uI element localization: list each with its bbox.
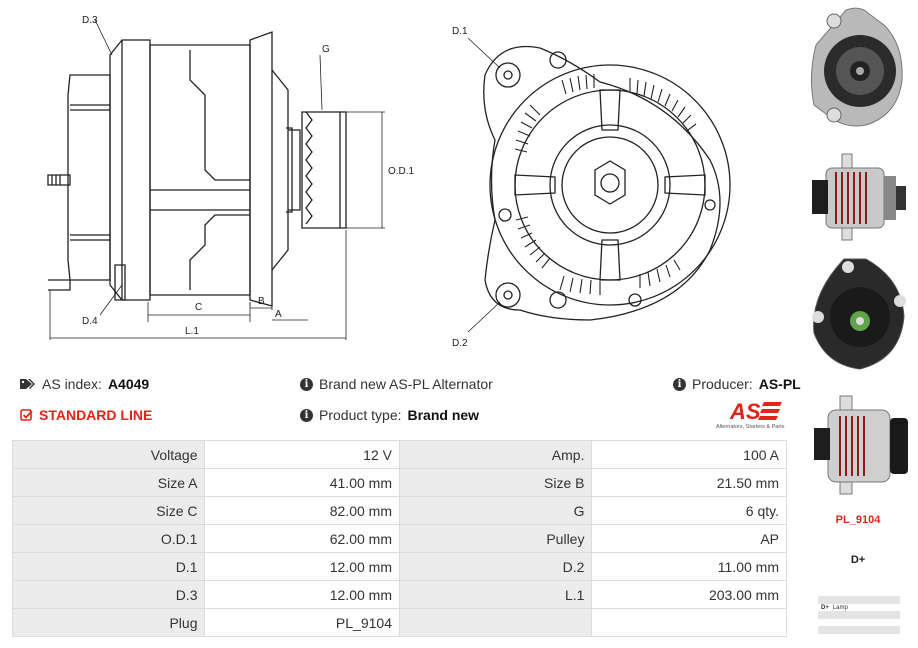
alternator-text: Brand new AS-PL Alternator [319,376,493,392]
product-photo-angle[interactable] [806,392,914,500]
label-g: G [322,44,330,55]
producer-value: AS-PL [758,376,801,392]
alternator-side-view-drawing: D.3 G O.D.1 B C A D.4 L.1 [47,15,415,340]
spec-label: D.2 [398,552,593,581]
label-c: C [195,302,202,313]
product-photo-front[interactable] [806,5,914,130]
spec-label: Size C [11,496,206,525]
table-row: D.1 12.00 mm D.2 11.00 mm [11,552,787,581]
spec-value: 82.00 mm [204,496,400,525]
table-row: Voltage 12 V Amp. 100 A [11,440,787,469]
spec-label: Plug [11,608,206,637]
table-row: Size C 82.00 mm G 6 qty. [11,496,787,525]
standard-line-label: STANDARD LINE [39,407,153,423]
table-row: Size A 41.00 mm Size B 21.50 mm [11,468,787,497]
spec-value: 203.00 mm [591,580,787,609]
spec-label: Amp. [398,440,593,469]
spec-label: G [398,496,593,525]
logo-text: AS [729,399,761,424]
label-d4: D.4 [82,316,98,327]
table-row: D.3 12.00 mm L.1 203.00 mm [11,580,787,609]
spec-value [591,608,787,637]
plug-pin-row: D+Lamp [818,596,900,611]
plug-pin-desc: Lamp [832,605,848,611]
product-type-label: Product type: [319,407,402,423]
plug-pin-row [818,611,900,619]
spec-value: AP [591,524,787,553]
spec-value: 12.00 mm [204,580,400,609]
check-square-icon [20,408,33,421]
spec-label: Pulley [398,524,593,553]
standard-line: STANDARD LINE [20,407,152,423]
alternator-front-view-drawing: D.1 D.2 [452,26,731,349]
spec-label: D.3 [11,580,206,609]
spec-label: D.1 [11,552,206,581]
spec-label [398,608,593,637]
product-photo-rear[interactable] [806,255,914,375]
spec-value: PL_9104 [204,608,400,637]
as-index-value: A4049 [107,376,150,392]
spec-value: 41.00 mm [204,468,400,497]
spec-label: Size A [11,468,206,497]
spec-value: 100 A [591,440,787,469]
spec-value: 12.00 mm [204,552,400,581]
label-d3: D.3 [82,15,98,26]
label-od1: O.D.1 [388,166,415,177]
table-row: Plug PL_9104 [11,608,787,637]
alternator-info: i Brand new AS-PL Alternator [300,376,493,392]
spec-value: 11.00 mm [591,552,787,581]
spec-label: Size B [398,468,593,497]
product-type: i Product type: Brand new [300,407,479,423]
producer-label: Producer: [692,376,753,392]
spec-value: 6 qty. [591,496,787,525]
as-index: AS index: A4049 [20,376,149,392]
label-d2: D.2 [452,338,468,349]
plug-terminal: D+ [850,554,866,566]
label-a: A [275,309,282,320]
table-row: O.D.1 62.00 mm Pulley AP [11,524,787,553]
plug-name: PL_9104 [835,514,881,526]
spec-label: L.1 [398,580,593,609]
as-pl-logo: AS Alternators, Starters & Parts [712,398,792,432]
plug-pin-row [818,626,900,634]
plug-pin-label: D+ [821,605,829,611]
spec-value: 21.50 mm [591,468,787,497]
spec-table: Voltage 12 V Amp. 100 A Size A 41.00 mm … [11,440,787,637]
spec-label: Voltage [11,440,206,469]
as-logo-mark: AS [729,399,782,424]
as-index-label: AS index: [42,376,102,392]
tags-icon [20,379,35,389]
info-circle-icon: i [673,377,686,391]
label-l1: L.1 [185,326,199,337]
label-d1: D.1 [452,26,468,37]
label-b: B [258,296,265,307]
info-circle-icon: i [300,377,313,391]
product-type-value: Brand new [407,407,480,423]
logo-tagline: Alternators, Starters & Parts [716,424,785,430]
spec-value: 12 V [204,440,400,469]
info-circle-icon: i [300,408,313,422]
product-photo-side[interactable] [806,150,914,245]
spec-value: 62.00 mm [204,524,400,553]
producer: i Producer: AS-PL [673,376,801,392]
spec-label: O.D.1 [11,524,206,553]
